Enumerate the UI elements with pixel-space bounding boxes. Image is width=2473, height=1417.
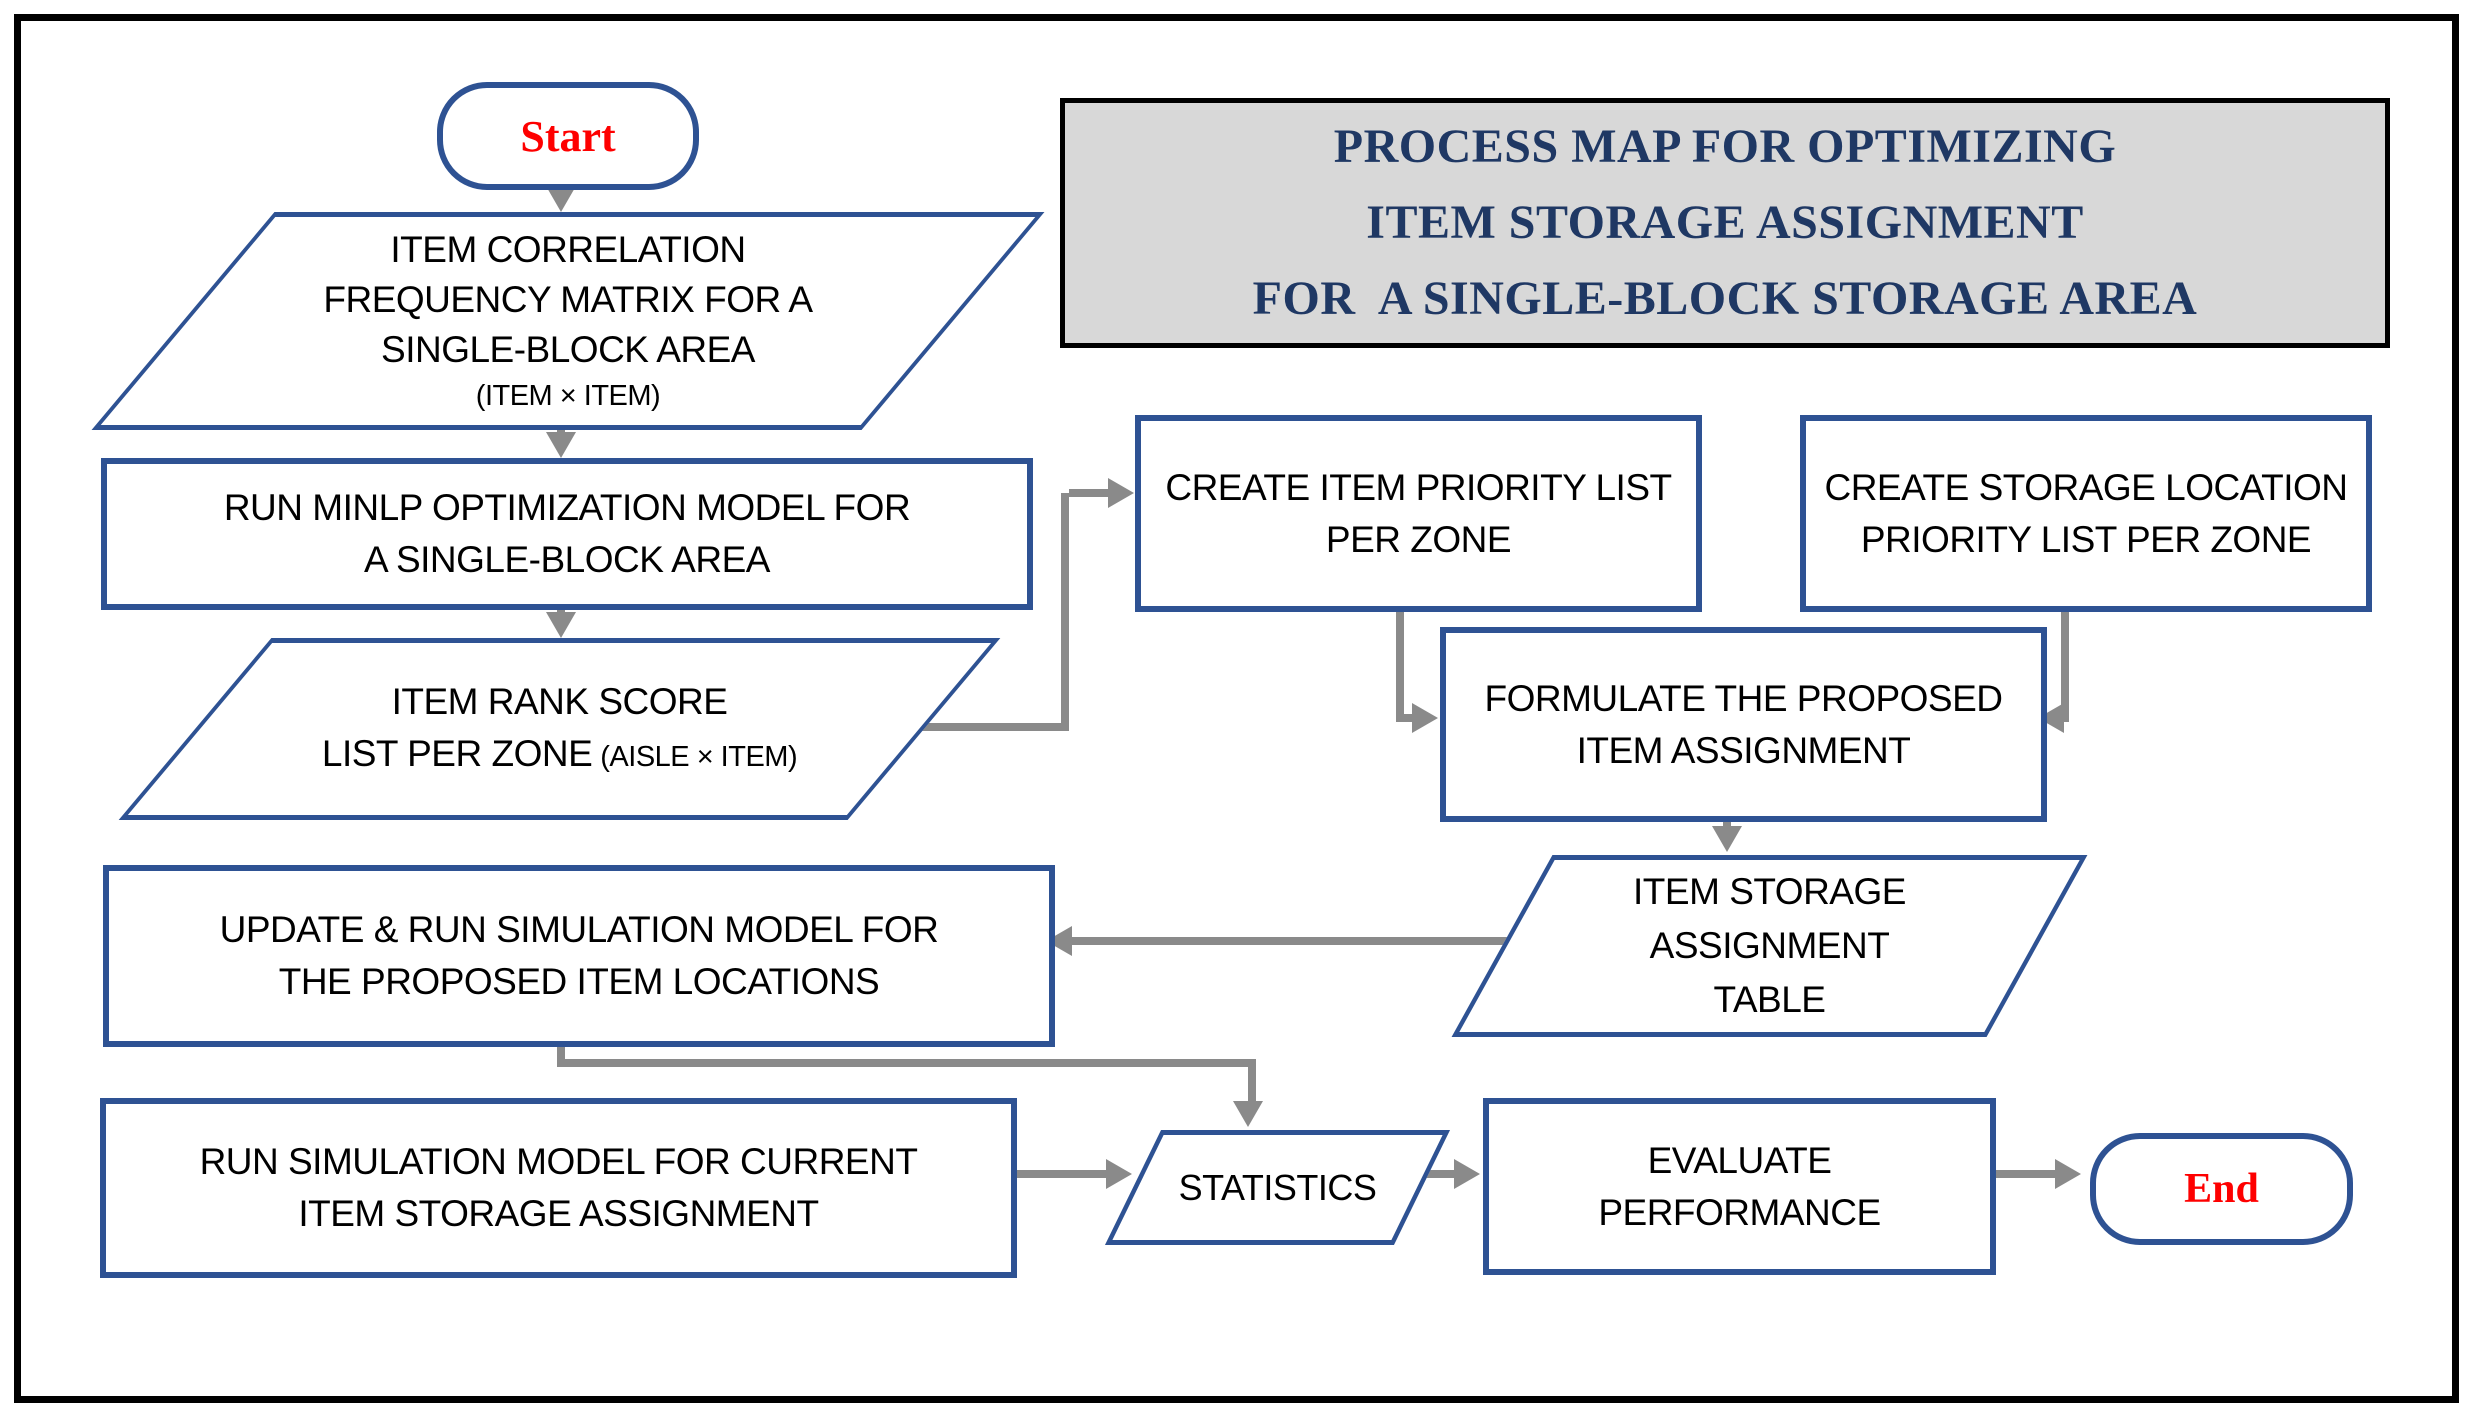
node-text-line: UPDATE & RUN SIMULATION MODEL FOR — [219, 909, 939, 950]
arrowhead-statistics-to-evaluate — [1454, 1159, 1480, 1189]
node-text-line: A SINGLE-BLOCK AREA — [364, 539, 770, 580]
connector-createstorage-to-formulate-seg1 — [2061, 600, 2069, 722]
connector-createstorage-to-formulate-seg2 — [2060, 714, 2069, 722]
arrowhead-start-to-correlation — [546, 186, 576, 212]
title-line: FOR A SINGLE-BLOCK STORAGE AREA — [1252, 272, 2198, 325]
node-text-line: EVALUATE — [1647, 1139, 1832, 1181]
node-text-line: PRIORITY LIST PER ZONE — [1860, 518, 2312, 560]
node-end-label: End — [2184, 1166, 2259, 1212]
connector-createitem-to-formulate-seg2 — [1396, 714, 1416, 722]
node-text-line: RUN SIMULATION MODEL FOR CURRENT — [199, 1141, 918, 1182]
title-line: PROCESS MAP FOR OPTIMIZING — [1333, 120, 2117, 173]
connector-update-to-statistics-seg2 — [557, 1059, 1256, 1067]
node-end: End — [2090, 1133, 2353, 1245]
node-text-line: ITEM ASSIGNMENT — [1576, 729, 1911, 771]
connector-rank-to-createitem-seg1 — [885, 723, 1069, 731]
node-text-line: RUN MINLP OPTIMIZATION MODEL FOR — [223, 487, 911, 528]
arrowhead-runcurrent-to-statistics — [1106, 1159, 1132, 1189]
node-text-line: ITEM CORRELATION — [390, 229, 746, 270]
node-text-line: STATISTICS — [1178, 1166, 1377, 1208]
node-item-correlation-matrix-text: ITEM CORRELATION FREQUENCY MATRIX FOR A … — [91, 212, 1045, 430]
node-evaluate-performance: EVALUATE PERFORMANCE — [1483, 1098, 1996, 1275]
node-run-minlp: RUN MINLP OPTIMIZATION MODEL FOR A SINGL… — [101, 458, 1033, 610]
node-item-correlation-matrix: ITEM CORRELATION FREQUENCY MATRIX FOR A … — [91, 212, 1045, 430]
node-text-line: LIST PER ZONE(AISLE × ITEM) — [321, 728, 798, 783]
node-text-suffix: (AISLE × ITEM) — [600, 740, 798, 773]
connector-table-to-update — [1070, 937, 1522, 945]
connector-rank-to-createitem-seg2 — [1061, 493, 1069, 731]
node-run-simulation-current: RUN SIMULATION MODEL FOR CURRENT ITEM ST… — [100, 1098, 1017, 1278]
node-text-line: ITEM STORAGE — [1633, 871, 1906, 912]
node-text-line: FORMULATE THE PROPOSED — [1484, 677, 2003, 719]
node-text-line: THE PROPOSED ITEM LOCATIONS — [278, 961, 880, 1002]
node-statistics-text: STATISTICS — [1105, 1130, 1450, 1245]
node-text-line: CREATE STORAGE LOCATION — [1824, 466, 2348, 508]
node-text-main: LIST PER ZONE — [321, 732, 593, 774]
connector-createitem-to-formulate-seg1 — [1396, 600, 1404, 722]
node-create-storage-priority: CREATE STORAGE LOCATION PRIORITY LIST PE… — [1800, 415, 2372, 612]
node-text-line: ASSIGNMENT — [1649, 925, 1890, 966]
node-item-rank-score: ITEM RANK SCORE LIST PER ZONE(AISLE × IT… — [118, 638, 1001, 820]
title-line: ITEM STORAGE ASSIGNMENT — [1366, 196, 2084, 249]
node-statistics: STATISTICS — [1104, 1130, 1451, 1245]
node-text-line: ITEM RANK SCORE — [391, 680, 728, 722]
node-text-line: PER ZONE — [1325, 518, 1512, 560]
arrowhead-rank-to-createitem — [1108, 478, 1134, 508]
connector-runcurrent-to-statistics — [1005, 1170, 1110, 1178]
arrowhead-minlp-to-rank — [546, 612, 576, 638]
connector-update-to-statistics-seg1 — [557, 1035, 565, 1067]
node-text-line: CREATE ITEM PRIORITY LIST — [1165, 466, 1672, 508]
node-text-line: SINGLE-BLOCK AREA — [381, 329, 755, 370]
connector-update-to-statistics-seg3 — [1248, 1059, 1256, 1105]
connector-evaluate-to-end — [1987, 1170, 2059, 1178]
arrowhead-correlation-to-minlp — [546, 432, 576, 458]
node-update-run-simulation: UPDATE & RUN SIMULATION MODEL FOR THE PR… — [103, 865, 1055, 1047]
connector-rank-to-createitem-seg3 — [1069, 489, 1114, 497]
node-create-item-priority: CREATE ITEM PRIORITY LIST PER ZONE — [1135, 415, 1702, 612]
node-assignment-table-text: ITEM STORAGE ASSIGNMENT TABLE — [1452, 855, 2087, 1037]
arrowhead-update-to-statistics — [1233, 1101, 1263, 1127]
node-assignment-table: ITEM STORAGE ASSIGNMENT TABLE — [1451, 855, 2088, 1037]
title-box: PROCESS MAP FOR OPTIMIZING ITEM STORAGE … — [1060, 98, 2390, 348]
node-text-line: PERFORMANCE — [1598, 1191, 1881, 1233]
node-text-line: FREQUENCY MATRIX FOR A — [323, 279, 813, 320]
connector-statistics-to-evaluate — [1424, 1170, 1460, 1178]
arrowhead-createitem-to-formulate — [1412, 703, 1438, 733]
node-formulate-assignment: FORMULATE THE PROPOSED ITEM ASSIGNMENT — [1440, 627, 2047, 822]
node-item-rank-score-text: ITEM RANK SCORE LIST PER ZONE(AISLE × IT… — [118, 638, 1001, 820]
arrowhead-evaluate-to-end — [2055, 1159, 2081, 1189]
node-text-line: TABLE — [1713, 979, 1826, 1020]
node-start-label: Start — [520, 111, 616, 161]
node-text-line: ITEM STORAGE ASSIGNMENT — [298, 1193, 819, 1234]
node-text-subline: (ITEM × ITEM) — [475, 380, 661, 412]
outer-frame — [14, 14, 2459, 1403]
arrowhead-formulate-to-table — [1712, 826, 1742, 852]
node-start: Start — [437, 82, 699, 190]
